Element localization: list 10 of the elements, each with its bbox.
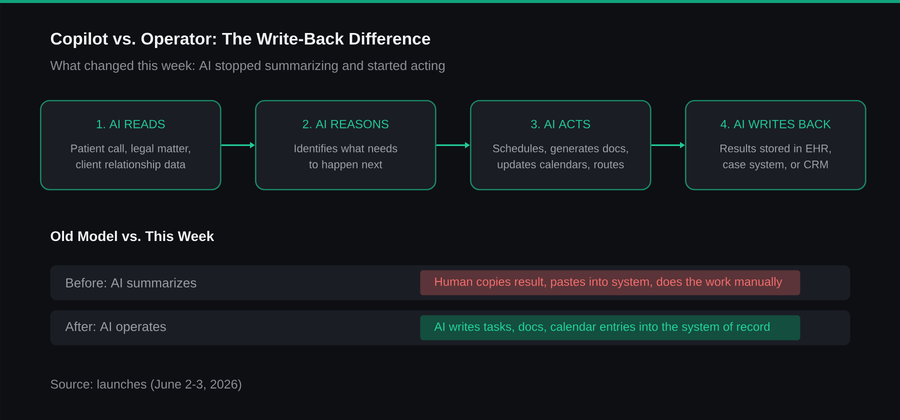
step-box: 3. AI ACTS Schedules, generates docs, updates calendars, routes <box>470 100 652 190</box>
source-note: Source: launches (June 2-3, 2026) <box>50 379 242 392</box>
step-box: 1. AI READS Patient call, legal matter, client relationship data <box>40 100 222 190</box>
step-box: 2. AI REASONS Identifies what needs to happen next <box>255 100 436 190</box>
highlight-box: Human copies result, pastes into system, does the work manually <box>420 270 800 296</box>
step-box: 4. AI WRITES BACK Results stored in EHR, case system, or CRM <box>685 100 866 190</box>
highlight-box: AI writes tasks, docs, calendar entries into the system of record <box>420 315 800 340</box>
title: Copilot vs. Operator: The Write-Back Difference <box>50 32 430 48</box>
subtitle: What changed this week: AI stopped summarizing and started acting <box>50 60 445 73</box>
section-heading: Old Model vs. This Week <box>50 230 214 242</box>
